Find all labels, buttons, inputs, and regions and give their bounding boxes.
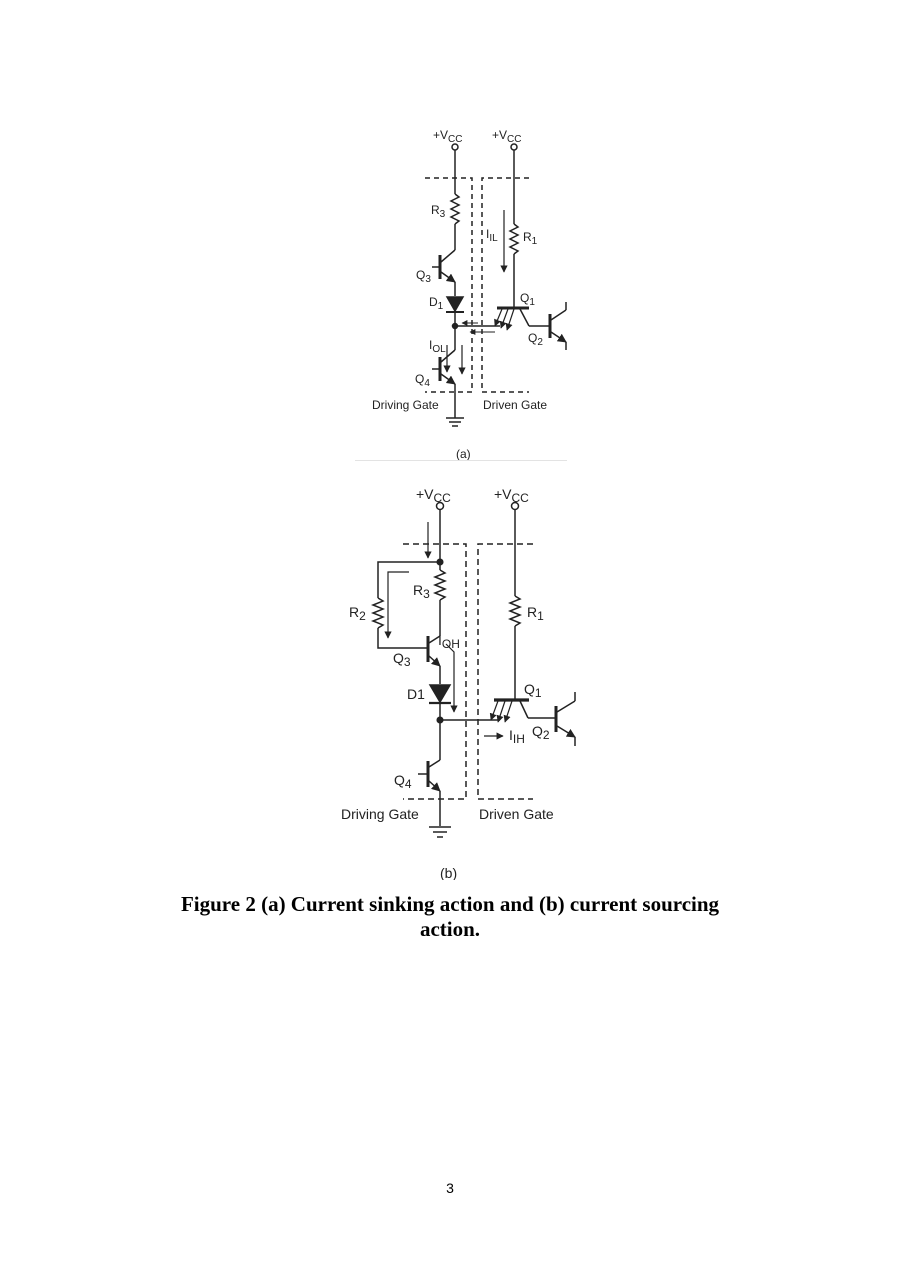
- driving-gate-boundary-b: [403, 543, 467, 800]
- q1-label-b: Q1: [524, 681, 542, 700]
- driving-gate-boundary: [425, 177, 473, 393]
- q2-label-a: Q2: [528, 331, 543, 348]
- driven-gate-label-b: Driven Gate: [479, 806, 554, 822]
- vcc-label-left-a: +VCC: [433, 128, 462, 145]
- panel-b-label: (b): [440, 865, 457, 880]
- driving-gate-label-a: Driving Gate: [372, 398, 439, 412]
- panel-a-label: (a): [456, 447, 471, 461]
- r2-label-b: R2: [349, 604, 366, 623]
- diode-d1-b: [428, 684, 452, 704]
- q4-label-b: Q4: [394, 772, 412, 791]
- q4-label-a: Q4: [415, 372, 430, 389]
- resistor-r3-b: [432, 569, 448, 601]
- driven-gate-boundary-b: [477, 543, 533, 800]
- r1-label-a: R1: [523, 230, 538, 247]
- q1-label-a: Q1: [520, 291, 535, 308]
- driven-gate-label-a: Driven Gate: [483, 398, 547, 412]
- d1-label-b: D1: [407, 686, 425, 702]
- panel-b-circuit: [370, 501, 576, 838]
- ioh-label: IOH: [438, 632, 460, 651]
- r3-label-b: R3: [413, 582, 430, 601]
- resistor-r1: [508, 223, 520, 255]
- driven-gate-boundary: [481, 177, 529, 393]
- iol-label: IOL: [429, 338, 446, 355]
- driving-gate-label-b: Driving Gate: [341, 806, 419, 822]
- il-label: IIL: [486, 227, 498, 244]
- resistor-r3: [449, 193, 461, 225]
- ground-symbol-a: [446, 417, 464, 427]
- vcc-label-left-b: +VCC: [416, 486, 451, 505]
- ground-symbol-b: [429, 826, 451, 838]
- r1-label-b: R1: [527, 604, 544, 623]
- q3-label-b: Q3: [393, 650, 411, 669]
- panel-separator: [355, 460, 567, 461]
- circuit-figure: +VCC +VCC R3 IIL R1 Q3 D1 Q1 Q2 IOL Q4 D…: [341, 128, 576, 880]
- figure-caption: Figure 2 (a) Current sinking action and …: [180, 892, 720, 941]
- vcc-label-right-a: +VCC: [492, 128, 521, 145]
- resistor-r2: [370, 597, 386, 629]
- vcc-label-right-b: +VCC: [494, 486, 529, 505]
- panel-a-circuit: [425, 143, 567, 427]
- page-number: 3: [446, 1180, 454, 1196]
- vcc-terminal-left-b: [435, 501, 445, 511]
- q3-label-a: Q3: [416, 268, 431, 285]
- diode-d1: [445, 296, 465, 313]
- r3-label-a: R3: [431, 203, 446, 220]
- q2-label-b: Q2: [532, 723, 550, 742]
- resistor-r1-b: [507, 595, 523, 627]
- d1-label-a: D1: [429, 295, 444, 312]
- iih-label: IIH: [509, 727, 525, 746]
- vcc-terminal-right-b: [510, 501, 520, 511]
